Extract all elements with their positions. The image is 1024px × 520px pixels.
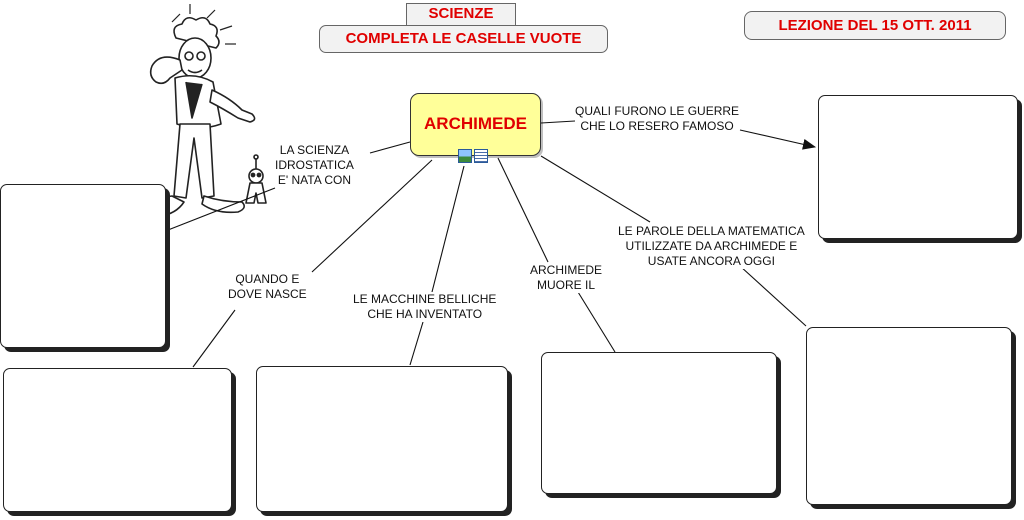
answer-box-hydrostatics[interactable] [0, 184, 166, 348]
link-line-war-machines [431, 165, 465, 293]
link-line-hydrostatics-box [167, 187, 276, 231]
image-icon[interactable] [458, 149, 472, 163]
link-label-math-words: LE PAROLE DELLA MATEMATICA UTILIZZATE DA… [618, 224, 805, 269]
link-line-death-box [577, 291, 616, 353]
link-line-famous-wars-arrow [739, 129, 817, 150]
link-label-famous-wars: QUALI FURONO LE GUERRE CHE LO RESERO FAM… [575, 104, 740, 134]
link-line-death [497, 157, 549, 263]
link-label-birth: QUANDO E DOVE NASCE [228, 272, 307, 302]
link-text: ARCHIMEDE MUORE IL [530, 263, 603, 292]
link-text: QUANDO E DOVE NASCE [228, 272, 307, 301]
link-line-math-words-box [739, 265, 807, 327]
link-line-math-words [540, 155, 651, 223]
link-label-death: ARCHIMEDE MUORE IL [530, 263, 603, 293]
lesson-date: LEZIONE DEL 15 OTT. 2011 [744, 11, 1006, 40]
link-line-birth-box [192, 309, 236, 368]
answer-box-birth[interactable] [3, 368, 232, 512]
link-line-birth [311, 159, 433, 273]
link-text: LE MACCHINE BELLICHE CHE HA INVENTATO [353, 292, 497, 321]
link-text: LA SCIENZA IDROSTATICA E' NATA CON [275, 143, 354, 187]
link-label-hydrostatics: LA SCIENZA IDROSTATICA E' NATA CON [275, 143, 354, 188]
link-line-famous-wars [540, 120, 576, 124]
answer-box-war-machines[interactable] [256, 366, 508, 512]
answer-box-famous-wars[interactable] [818, 95, 1018, 239]
link-text: QUALI FURONO LE GUERRE CHE LO RESERO FAM… [575, 104, 740, 133]
central-node-archimede[interactable]: ARCHIMEDE [410, 93, 541, 156]
subject-title: SCIENZE [406, 3, 516, 25]
note-icon[interactable] [474, 149, 488, 163]
answer-box-death[interactable] [541, 352, 777, 494]
link-text: LE PAROLE DELLA MATEMATICA UTILIZZATE DA… [618, 224, 805, 268]
link-line-war-machines-box [409, 321, 424, 366]
link-line-hydrostatics [369, 141, 411, 154]
answer-box-math-words[interactable] [806, 327, 1012, 505]
link-label-war-machines: LE MACCHINE BELLICHE CHE HA INVENTATO [353, 292, 497, 322]
node-attachment-icons [458, 149, 488, 163]
instruction-title: COMPLETA LE CASELLE VUOTE [319, 25, 608, 53]
